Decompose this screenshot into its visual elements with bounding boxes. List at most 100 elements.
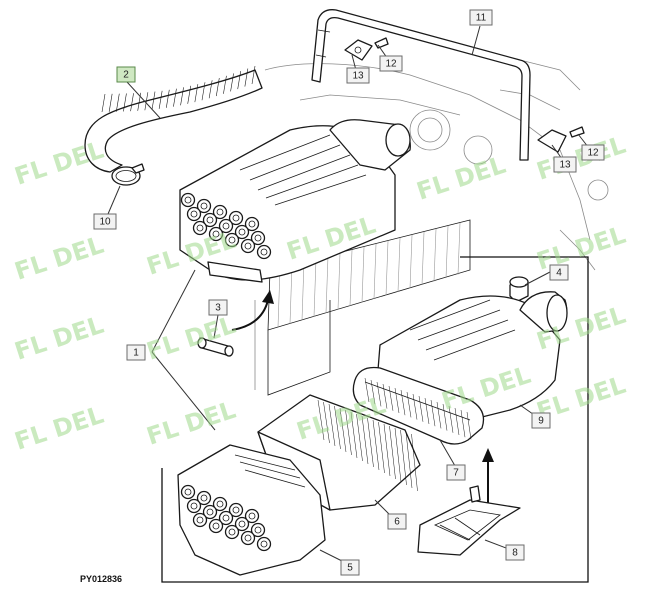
hose-rib bbox=[230, 73, 234, 92]
grille-bar bbox=[433, 228, 437, 282]
hose-rib bbox=[180, 87, 184, 106]
filter-pleat bbox=[388, 385, 394, 411]
tube-end bbox=[186, 498, 202, 514]
callout-5: 5 bbox=[340, 559, 360, 576]
svg-text:12: 12 bbox=[587, 148, 599, 159]
filter-pleat bbox=[448, 405, 454, 433]
tube-bore bbox=[212, 230, 220, 238]
grille-bar bbox=[277, 267, 281, 328]
filter-pleat bbox=[418, 395, 424, 422]
filter-pleat bbox=[367, 417, 374, 468]
inner-filter-element bbox=[352, 366, 485, 445]
hose-rib bbox=[123, 93, 127, 112]
hose-rib bbox=[223, 75, 227, 94]
filter-pleat bbox=[400, 389, 406, 416]
tube-bore bbox=[254, 234, 262, 242]
hose-rib bbox=[194, 84, 199, 103]
grille-bar bbox=[397, 237, 401, 293]
svg-text:8: 8 bbox=[512, 548, 518, 559]
cap bbox=[509, 276, 529, 303]
tube-bore bbox=[216, 208, 224, 216]
svg-text:5: 5 bbox=[347, 563, 353, 574]
tube-end bbox=[234, 516, 250, 532]
tube-end bbox=[250, 230, 266, 246]
watermark: FL DEL bbox=[143, 311, 239, 366]
grille-bar bbox=[313, 258, 317, 317]
tube-bore bbox=[222, 514, 230, 522]
filter-pleat bbox=[382, 383, 388, 409]
grille-bar bbox=[409, 234, 413, 289]
hose-rib bbox=[130, 93, 134, 112]
callout-10: 10 bbox=[93, 213, 117, 230]
radiator-grille bbox=[267, 219, 471, 396]
svg-text:13: 13 bbox=[352, 71, 364, 82]
tube-end bbox=[218, 510, 234, 526]
callout-4: 4 bbox=[549, 264, 569, 281]
hose-clamp bbox=[111, 163, 145, 186]
filter-pleat bbox=[405, 431, 413, 489]
filter-pleat bbox=[356, 413, 363, 462]
tube-bore bbox=[238, 228, 246, 236]
tube-bore bbox=[244, 534, 252, 542]
svg-text:13: 13 bbox=[559, 160, 571, 171]
grille-bar bbox=[361, 246, 365, 303]
watermark: FL DEL bbox=[11, 136, 107, 191]
svg-text:6: 6 bbox=[394, 517, 400, 528]
filter-pleat bbox=[406, 391, 412, 418]
tube-bore bbox=[200, 494, 208, 502]
grille-bar bbox=[337, 252, 341, 310]
filter-pleat bbox=[364, 377, 370, 403]
grille-bar bbox=[325, 255, 329, 314]
tube-bore bbox=[190, 502, 198, 510]
tube-bore bbox=[196, 224, 204, 232]
filter-pleat bbox=[394, 387, 400, 414]
filter-pleat bbox=[378, 421, 385, 474]
tube-end bbox=[244, 216, 260, 232]
svg-text:12: 12 bbox=[385, 59, 397, 70]
filter-pleat bbox=[460, 409, 466, 438]
tube-bore bbox=[254, 526, 262, 534]
tube-end bbox=[202, 504, 218, 520]
tube-end bbox=[224, 232, 240, 248]
tube-end bbox=[224, 524, 240, 540]
tube-end bbox=[196, 198, 212, 214]
callout-2: 2 bbox=[116, 66, 136, 83]
hose-rib bbox=[115, 93, 120, 112]
hose-rib bbox=[173, 88, 177, 107]
assembly-arrow-lower bbox=[482, 448, 494, 505]
filter-pleat bbox=[372, 419, 380, 471]
tube-end bbox=[256, 536, 272, 552]
hose-rib bbox=[208, 80, 213, 99]
svg-text:9: 9 bbox=[538, 416, 544, 427]
hose-rib bbox=[158, 90, 163, 109]
watermark: FL DEL bbox=[143, 396, 239, 451]
filter-pleat bbox=[411, 433, 418, 492]
filter-pleat bbox=[339, 407, 347, 453]
hose-rib bbox=[101, 93, 106, 113]
filter-pleat bbox=[350, 411, 358, 459]
hose-rib bbox=[108, 93, 113, 112]
tube-bore bbox=[184, 488, 192, 496]
filter-pleat bbox=[345, 409, 352, 456]
tube-end bbox=[180, 192, 196, 208]
bracket-lower bbox=[537, 126, 585, 153]
hose-rib bbox=[187, 85, 192, 104]
watermark: FL DEL bbox=[11, 401, 107, 456]
engine-background bbox=[254, 59, 609, 390]
air-filter-assembly bbox=[179, 119, 411, 283]
grille-bar bbox=[373, 243, 377, 300]
hand-rail bbox=[311, 9, 531, 161]
tube-bore bbox=[260, 540, 268, 548]
tube-end bbox=[240, 238, 256, 254]
filter-pleat bbox=[394, 427, 402, 483]
tube-bore bbox=[190, 210, 198, 218]
tube-end bbox=[234, 224, 250, 240]
grille-bar bbox=[385, 240, 389, 296]
tube-end bbox=[180, 484, 196, 500]
filter-pleat bbox=[466, 411, 472, 440]
filter-pleat bbox=[328, 403, 336, 447]
tube-bore bbox=[232, 214, 240, 222]
tube-bore bbox=[228, 528, 236, 536]
filter-pleat bbox=[376, 381, 382, 407]
